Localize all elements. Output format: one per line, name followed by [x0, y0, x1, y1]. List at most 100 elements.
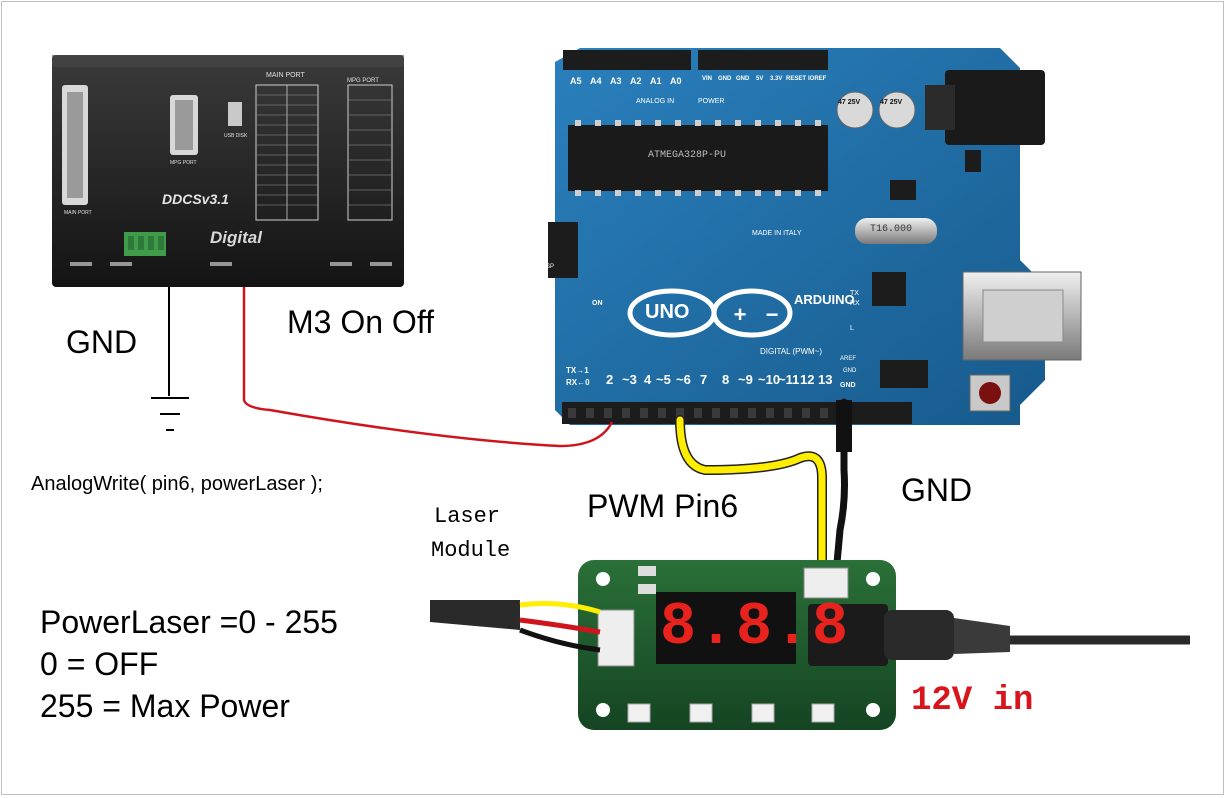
arduino-uno-board: + −: [548, 48, 1082, 425]
power-pin-label: IOREF: [808, 76, 827, 82]
pwm-pin-label: PWM Pin6: [587, 488, 739, 524]
max-power-label: 255 = Max Power: [40, 688, 290, 724]
laser-module-label-line2: Module: [431, 538, 511, 563]
smd-led-2: [689, 703, 713, 723]
svg-text:+: +: [734, 302, 747, 327]
digital-pin-label: 4: [644, 372, 652, 387]
dc-jack: [808, 604, 888, 666]
m3-signal-wire: [242, 287, 614, 448]
controller-vents: [70, 262, 392, 266]
digital-pin-label: ~9: [738, 372, 753, 387]
digital-pin-label: 8: [722, 372, 730, 387]
digital-pin-label: RX←0: [566, 378, 590, 387]
gnd-left-label: GND: [66, 324, 138, 360]
smd-led-4: [811, 703, 835, 723]
capacitor-2: [878, 91, 916, 129]
analog-header: [563, 50, 691, 70]
power-label: POWER: [698, 98, 725, 105]
made-in-label: MADE IN ITALY: [752, 230, 802, 237]
smd-led-1: [627, 703, 651, 723]
icsp-header: [548, 222, 578, 278]
m3-on-off-label: M3 On Off: [287, 304, 435, 340]
arduino-brand-label: ARDUINO: [794, 292, 855, 307]
usb-chip: [872, 272, 906, 306]
power-pin-label: GND: [718, 76, 732, 82]
mpg-port-small-label: MPG PORT: [170, 160, 197, 166]
atmega-chip: [568, 125, 828, 191]
icsp-label: ICSP: [540, 264, 555, 270]
power-pin-label: 5V: [756, 76, 764, 82]
display-digits: 8.8.8: [660, 594, 851, 662]
seven-segment-display: [656, 592, 796, 664]
gnd-black-wire: [832, 398, 848, 578]
analog-pin-label: A0: [670, 76, 682, 86]
pwm-input-connector: [803, 567, 849, 599]
analog-pin-label: A2: [630, 76, 642, 86]
controller-model-label: DDCSv3.1: [162, 191, 229, 207]
controller-brand-label: Digital: [210, 228, 262, 247]
arduino-dc-jack: [945, 70, 1045, 145]
chip-label: ATMEGA328P-PU: [648, 150, 727, 161]
laser-module-cable: [430, 600, 601, 653]
rx-led-label: RX: [850, 300, 860, 307]
digital-pin-label: 7: [700, 372, 708, 387]
digital-pin-label: 2: [606, 372, 614, 387]
l-led-label: L: [850, 325, 854, 332]
controller-body: [52, 55, 404, 287]
dc-power-cable: [884, 610, 1190, 660]
power-header: [698, 50, 828, 70]
usb-disk-label: USB DISK: [224, 133, 248, 139]
power-pin-label: VIN: [702, 76, 713, 82]
digital-pin-label: ~6: [676, 372, 691, 387]
digital-pin-label: GND: [840, 382, 856, 389]
analog-write-code: AnalogWrite( pin6, powerLaser );: [31, 473, 323, 495]
svg-text:−: −: [766, 302, 779, 327]
digital-pin-label: ~10: [758, 372, 781, 387]
aref-label: AREF: [840, 356, 857, 362]
laser-module-label-line1: Laser: [434, 504, 501, 529]
digital-pin-label: ~3: [622, 372, 637, 387]
mpg-port-label: MPG PORT: [347, 78, 379, 84]
smd-led-3: [751, 703, 775, 723]
digital-pwm-label: DIGITAL (PWM~): [760, 347, 822, 356]
digital-pin-label: 13: [818, 372, 833, 387]
gnd-right-label: GND: [901, 472, 973, 508]
power-range-label: PowerLaser =0 - 255: [40, 604, 338, 640]
laser-driver-board: [578, 560, 896, 730]
off-value-label: 0 = OFF: [40, 646, 159, 682]
analog-pin-label: A4: [590, 76, 602, 86]
uno-logo-right: [711, 288, 793, 338]
pwm-yellow-wire: [676, 416, 826, 578]
mpg-port-table: [347, 84, 393, 221]
power-pin-label: GND: [736, 76, 750, 82]
digital-pin-label: TX→1: [566, 366, 589, 375]
digital-pin-label: ~11: [778, 372, 800, 387]
on-led-label: ON: [592, 300, 603, 307]
capacitor-2-label: 47 25V: [880, 99, 903, 106]
analog-pin-label: A1: [650, 76, 662, 86]
main-port-label: MAIN PORT: [266, 72, 305, 79]
analog-pin-label: A5: [570, 76, 582, 86]
power-pin-label: 3.3V: [770, 76, 783, 82]
twelve-volt-in-label: 12V in: [911, 682, 1034, 720]
capacitor-1: [836, 91, 874, 129]
crystal-label: T16.000: [870, 224, 913, 235]
tx-led-label: TX: [850, 290, 859, 297]
main-port-small-label: MAIN PORT: [64, 210, 92, 216]
analog-in-label: ANALOG IN: [636, 98, 675, 105]
laser-output-connector: [597, 609, 635, 667]
digital-pin-label: ~5: [656, 372, 671, 387]
gnd-wire-plug: [836, 400, 852, 452]
ddcs-controller: [52, 55, 404, 287]
ground-symbol: [151, 287, 189, 431]
analog-pin-label: A3: [610, 76, 622, 86]
arduino-model-label: UNO: [645, 301, 690, 323]
usb-port: [228, 102, 242, 126]
digital-pin-label: 12: [800, 372, 815, 387]
power-pin-label: RESET: [786, 76, 807, 82]
gnd-pin-label: GND: [843, 368, 857, 374]
crystal-oscillator: [855, 218, 937, 244]
